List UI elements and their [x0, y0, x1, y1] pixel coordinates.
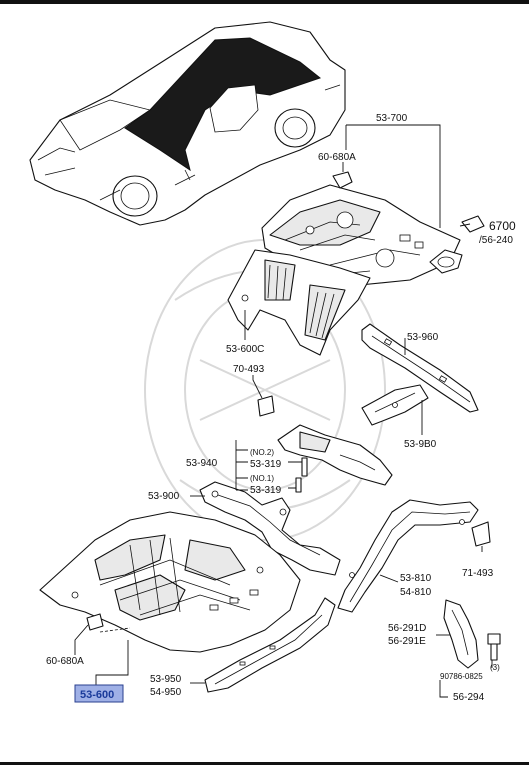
leader-lines — [74, 124, 493, 698]
crossmember-53-940 — [277, 424, 393, 493]
label-no1: (NO.1) — [250, 474, 274, 483]
label-56-240[interactable]: /56-240 — [479, 235, 513, 246]
part-labels: 53-700 60-680A 6700 /56-240 53-600C 70-4… — [46, 113, 516, 703]
label-53-9b0[interactable]: 53-9B0 — [404, 439, 437, 450]
label-53-900[interactable]: 53-900 — [148, 491, 180, 502]
label-70-493[interactable]: 70-493 — [233, 364, 265, 375]
label-90786-0825[interactable]: 90786-0825 — [440, 672, 483, 681]
label-56-294[interactable]: 56-294 — [453, 692, 485, 703]
crossmember-53-600c — [227, 249, 371, 356]
label-60-680a-bottom[interactable]: 60-680A — [46, 656, 84, 667]
side-sill-53-950 — [204, 597, 336, 693]
floor-frame-53-900 — [199, 481, 341, 576]
bracket-53-9b0 — [361, 384, 429, 426]
label-53-319-a[interactable]: 53-319 — [250, 459, 282, 470]
bottom-border — [0, 762, 529, 765]
label-53-700[interactable]: 53-700 — [376, 113, 408, 124]
bolt-90786-0825 — [487, 633, 501, 661]
bracket-56-291 — [443, 599, 479, 669]
car-illustration — [29, 21, 346, 226]
label-56-291d[interactable]: 56-291D — [388, 623, 426, 634]
label-71-493[interactable]: 71-493 — [462, 568, 494, 579]
label-60-680a-top[interactable]: 60-680A — [318, 152, 356, 163]
label-56-291e[interactable]: 56-291E — [388, 636, 426, 647]
label-54-950[interactable]: 54-950 — [150, 687, 182, 698]
label-54-810[interactable]: 54-810 — [400, 587, 432, 598]
top-border — [0, 0, 529, 4]
label-53-950[interactable]: 53-950 — [150, 674, 182, 685]
label-53-810[interactable]: 53-810 — [400, 573, 432, 584]
bracket-71-493 — [471, 521, 491, 547]
label-53-600c[interactable]: 53-600C — [226, 344, 264, 355]
label-53-940[interactable]: 53-940 — [186, 458, 218, 469]
rail-53-960 — [361, 323, 479, 413]
label-6700[interactable]: 6700 — [489, 219, 516, 233]
label-no2: (NO.2) — [250, 448, 274, 457]
label-53-960[interactable]: 53-960 — [407, 332, 439, 343]
main-floor-53-600 — [39, 511, 301, 653]
label-qty-3: (3) — [490, 663, 500, 672]
label-53-319-b[interactable]: 53-319 — [250, 485, 282, 496]
side-rail-53-810 — [337, 499, 479, 613]
label-53-600[interactable]: 53-600 — [80, 689, 114, 701]
selected-part-highlight — [74, 684, 124, 703]
bracket-70-493 — [257, 395, 275, 417]
rear-floor-pan-53-700 — [261, 171, 485, 286]
